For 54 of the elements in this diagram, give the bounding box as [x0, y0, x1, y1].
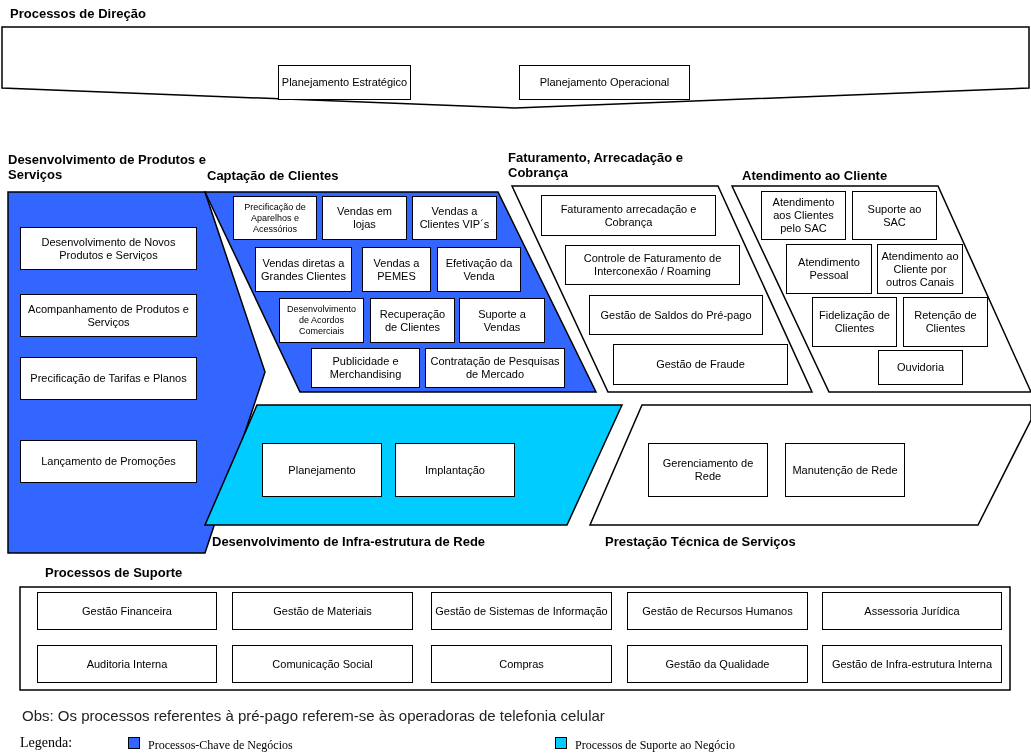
process-box: Atendimento ao Cliente por outros Canais	[877, 244, 963, 294]
process-box: Gestão de Recursos Humanos	[627, 592, 808, 630]
process-box: Atendimento Pessoal	[786, 244, 872, 294]
process-box: Gestão de Materiais	[232, 592, 413, 630]
process-box: Comunicação Social	[232, 645, 413, 683]
process-box: Gestão de Saldos do Pré-pago	[589, 295, 763, 335]
process-box: Retenção de Clientes	[903, 297, 988, 347]
process-box: Recuperação de Clientes	[370, 298, 455, 343]
process-box: Controle de Faturamento de Interconexão / Roaming	[565, 245, 740, 285]
process-box: Gestão de Infra-estrutura Interna	[822, 645, 1002, 683]
process-box: Planejamento Estratégico	[278, 65, 411, 100]
process-box: Lançamento de Promoções	[20, 440, 197, 483]
process-box: Faturamento arrecadação e Cobrança	[541, 195, 716, 236]
process-box: Atendimento aos Clientes pelo SAC	[761, 191, 846, 240]
process-box: Desenvolvimento de Novos Produtos e Serviços	[20, 227, 197, 270]
process-box: Gestão de Fraude	[613, 344, 788, 385]
process-box: Precificação de Tarifas e Planos	[20, 357, 197, 400]
process-box: Ouvidoria	[878, 350, 963, 385]
process-box: Implantação	[395, 443, 515, 497]
legend-title: Legenda:	[20, 735, 73, 751]
process-box: Gestão da Qualidade	[627, 645, 808, 683]
process-box: Auditoria Interna	[37, 645, 217, 683]
process-box: Suporte ao SAC	[852, 191, 937, 240]
process-box: Acompanhamento de Produtos e Serviços	[20, 294, 197, 337]
legend-label: Processos-Chave de Negócios	[148, 738, 293, 753]
section-heading: Faturamento, Arrecadação e Cobrança	[508, 150, 685, 180]
process-box: Vendas diretas a Grandes Clientes	[255, 247, 352, 292]
process-box: Vendas a Clientes VIP´s	[412, 196, 497, 240]
process-box: Compras	[431, 645, 612, 683]
process-box: Gestão de Sistemas de Informação	[431, 592, 612, 630]
process-box: Manutenção de Rede	[785, 443, 905, 497]
section-heading: Desenvolvimento de Produtos e Serviços	[8, 152, 207, 182]
section-heading: Desenvolvimento de Infra-estrutura de Rede	[212, 534, 487, 549]
process-box: Vendas a PEMES	[362, 247, 431, 292]
process-box: Fidelização de Clientes	[812, 297, 897, 347]
process-box: Planejamento Operacional	[519, 65, 690, 100]
section-heading: Atendimento ao Cliente	[742, 168, 889, 183]
process-box: Gerenciamento de Rede	[648, 443, 768, 497]
process-box: Gestão Financeira	[37, 592, 217, 630]
section-heading: Prestação Técnica de Serviços	[605, 534, 797, 549]
process-box: Publicidade e Merchandising	[311, 348, 420, 388]
obs-note: Obs: Os processos referentes à pré-pago referem-se às operadoras de telefonia celular	[22, 707, 605, 724]
section-heading: Captação de Clientes	[207, 168, 340, 183]
process-box: Desenvolvimento de Acordos Comerciais	[279, 298, 364, 343]
process-box: Efetivação da Venda	[437, 247, 521, 292]
process-box: Assessoria Jurídica	[822, 592, 1002, 630]
process-box: Planejamento	[262, 443, 382, 497]
legend-label: Processos de Suporte ao Negócio	[575, 738, 735, 753]
process-box: Vendas em lojas	[322, 196, 407, 240]
process-box: Precificação de Aparelhos e Acessórios	[233, 196, 317, 240]
section-heading: Processos de Direção	[10, 6, 147, 21]
process-box: Suporte a Vendas	[459, 298, 545, 343]
process-box: Contratação de Pesquisas de Mercado	[425, 348, 565, 388]
section-heading: Processos de Suporte	[45, 565, 184, 580]
